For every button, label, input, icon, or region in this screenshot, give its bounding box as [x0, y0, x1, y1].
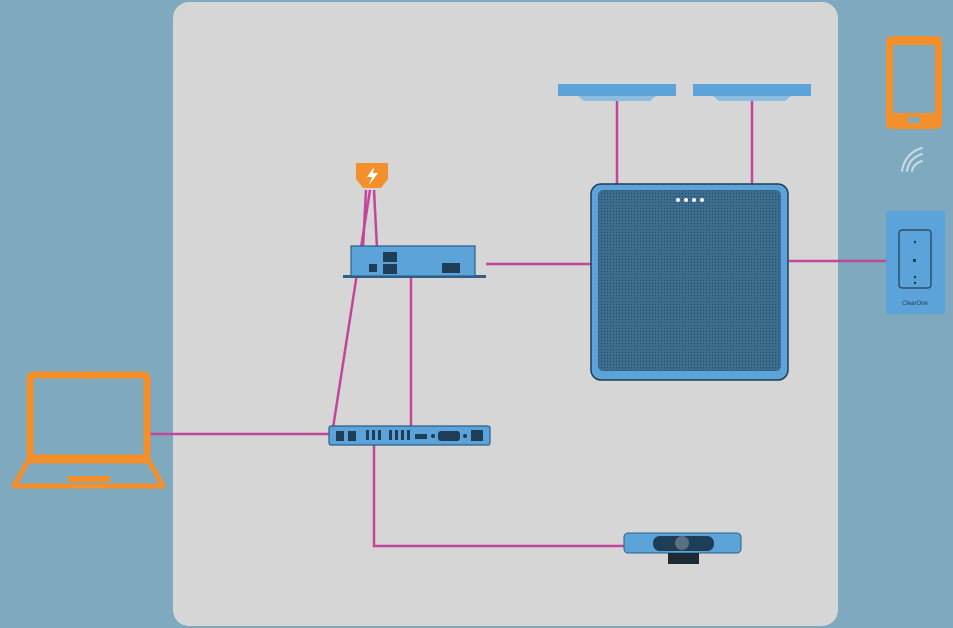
cables: [150, 96, 886, 548]
phone-icon: [886, 36, 942, 129]
cable-outlet-hub: [331, 189, 372, 429]
camera-icon: [623, 532, 742, 564]
wall-controller-icon: ClearOne: [886, 211, 945, 314]
ceiling-mic-icon: [558, 84, 676, 101]
hub-device-icon: [328, 425, 491, 446]
ceiling-mic-icon: [693, 84, 811, 101]
switch-device-icon: [343, 245, 486, 278]
power-outlet-icon: [356, 163, 388, 188]
speaker-device-icon: [590, 183, 789, 381]
cable-hub-camera: [372, 445, 624, 548]
laptop-icon: [11, 371, 166, 489]
wall-controller-brand: ClearOne: [902, 301, 928, 307]
wifi-icon: [901, 147, 923, 172]
room-panel: [173, 2, 838, 626]
cable-outlet-switch-b: [372, 189, 379, 249]
